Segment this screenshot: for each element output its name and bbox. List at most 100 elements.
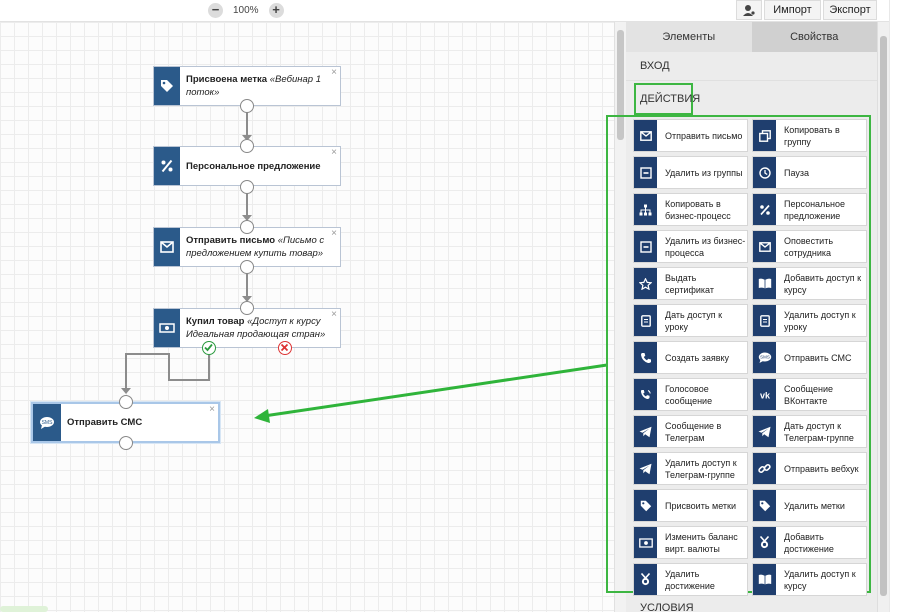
section-actions[interactable]: ДЕЙСТВИЯ: [634, 83, 700, 115]
node-output-port[interactable]: [240, 180, 254, 194]
user-gear-icon: [743, 5, 755, 16]
tag-icon: [154, 67, 180, 105]
action-item[interactable]: Удалить из бизнес-процесса: [633, 230, 748, 263]
node-output-port[interactable]: [240, 99, 254, 113]
action-item[interactable]: Удалить метки: [752, 489, 867, 522]
action-item[interactable]: Дать доступ к уроку: [633, 304, 748, 337]
sidebar-scrollbar[interactable]: [877, 22, 889, 612]
action-item[interactable]: Копировать в группу: [752, 119, 867, 152]
envelope-icon: [154, 228, 180, 266]
condition-no-port[interactable]: [278, 341, 292, 355]
action-item[interactable]: Оповестить сотрудника: [752, 230, 867, 263]
node-output-port[interactable]: [240, 260, 254, 274]
scrollbar-thumb[interactable]: [880, 36, 887, 596]
sms-icon: SMS: [33, 404, 61, 441]
action-item[interactable]: Удалить доступ к уроку: [752, 304, 867, 337]
action-item[interactable]: Удалить из группы: [633, 156, 748, 189]
money-icon: [154, 309, 180, 347]
minus-box-icon: [634, 231, 657, 262]
clock-icon: [753, 157, 776, 188]
node-title: Персональное предложение: [186, 160, 321, 172]
tab-properties[interactable]: Свойства: [751, 22, 877, 52]
action-item[interactable]: Выдать сертификат: [633, 267, 748, 300]
money-icon: [634, 527, 657, 558]
node-detail: «Письмо с предложением купить товар»: [186, 235, 325, 259]
status-indicator: [0, 606, 48, 612]
action-label: Сообщение ВКонтакте: [784, 383, 833, 406]
export-button[interactable]: Экспорт: [823, 0, 877, 20]
action-label: Копировать в группу: [784, 124, 840, 147]
flow-canvas[interactable]: Присвоена метка «Вебинар 1 поток» × Перс…: [0, 22, 614, 612]
action-item[interactable]: Пауза: [752, 156, 867, 189]
close-icon[interactable]: ×: [331, 228, 337, 239]
telegram-icon: [634, 453, 657, 484]
tab-elements[interactable]: Элементы: [626, 22, 752, 52]
action-label: Удалить доступ к курсу: [784, 568, 856, 591]
action-item[interactable]: Создать заявку: [633, 341, 748, 374]
voice-icon: [634, 379, 657, 410]
node-input-port[interactable]: [119, 395, 133, 409]
sidebar-tabs: Элементы Свойства: [626, 22, 877, 52]
action-label: Оповестить сотрудника: [784, 235, 834, 258]
zoom-in-button[interactable]: +: [268, 2, 284, 18]
action-item[interactable]: Удалить достижение: [633, 563, 748, 596]
action-label: Пауза: [784, 167, 810, 178]
node-title: Отправить письмо: [186, 235, 276, 246]
action-item[interactable]: Отправить вебхук: [752, 452, 867, 485]
action-item[interactable]: Удалить доступ к Телеграм-группе: [633, 452, 748, 485]
section-conditions[interactable]: УСЛОВИЯ: [640, 602, 694, 612]
tag-icon: [753, 490, 776, 521]
action-item[interactable]: Дать доступ к Телеграм-группе: [752, 415, 867, 448]
node-input-port[interactable]: [240, 301, 254, 315]
action-item[interactable]: Добавить доступ к курсу: [752, 267, 867, 300]
condition-yes-port[interactable]: [202, 341, 216, 355]
scrollbar-thumb[interactable]: [617, 30, 624, 140]
action-item[interactable]: Присвоить метки: [633, 489, 748, 522]
sms-icon: SMS: [753, 342, 776, 373]
telegram-icon: [753, 416, 776, 447]
action-item[interactable]: Добавить достижение: [752, 526, 867, 559]
action-label: Персональное предложение: [784, 198, 845, 221]
node-detail: «Доступ к курсу Идеальная продающая стра…: [186, 316, 326, 340]
medal-icon: [753, 527, 776, 558]
node-input-port[interactable]: [240, 220, 254, 234]
section-entry[interactable]: ВХОД: [626, 52, 877, 81]
action-label: Изменить баланс вирт. валюты: [665, 531, 738, 554]
node-title: Отправить СМС: [67, 417, 143, 428]
telegram-icon: [634, 416, 657, 447]
envelope-icon: [634, 120, 657, 151]
close-icon[interactable]: ×: [331, 67, 337, 78]
close-icon[interactable]: ×: [331, 309, 337, 320]
action-item[interactable]: Копировать в бизнес-процесс: [633, 193, 748, 226]
svg-text:SMS: SMS: [760, 354, 770, 359]
zoom-controls: − 100% +: [208, 0, 284, 20]
action-label: Добавить достижение: [784, 531, 834, 554]
action-item[interactable]: Сообщение в Телеграм: [633, 415, 748, 448]
node-detail: «Вебинар 1 поток»: [186, 74, 321, 98]
node-input-port[interactable]: [240, 139, 254, 153]
action-label: Создать заявку: [665, 352, 730, 363]
action-item[interactable]: Отправить письмо: [633, 119, 748, 152]
action-label: Добавить доступ к курсу: [784, 272, 862, 295]
node-title: Присвоена метка: [186, 74, 268, 85]
action-item[interactable]: vk Сообщение ВКонтакте: [752, 378, 867, 411]
node-output-port[interactable]: [119, 436, 133, 450]
action-label: Удалить из группы: [665, 167, 743, 178]
svg-text:SMS: SMS: [42, 420, 54, 426]
top-toolbar: − 100% + Импорт Экспорт: [0, 0, 899, 22]
canvas-scrollbar[interactable]: [614, 22, 626, 612]
close-icon[interactable]: ×: [331, 147, 337, 158]
import-button[interactable]: Импорт: [764, 0, 821, 20]
zoom-out-button[interactable]: −: [208, 2, 223, 18]
action-item[interactable]: Персональное предложение: [752, 193, 867, 226]
user-filter-button[interactable]: [736, 0, 762, 20]
action-label: Удалить из бизнес-процесса: [665, 235, 746, 258]
action-item[interactable]: Удалить доступ к курсу: [752, 563, 867, 596]
close-icon[interactable]: ×: [209, 404, 215, 415]
vk-icon: vk: [753, 379, 776, 410]
minus-box-icon: [634, 157, 657, 188]
action-item[interactable]: Голосовое сообщение: [633, 378, 748, 411]
flow-node-send-email[interactable]: Отправить письмо «Письмо с предложением …: [153, 227, 341, 267]
action-item[interactable]: Изменить баланс вирт. валюты: [633, 526, 748, 559]
